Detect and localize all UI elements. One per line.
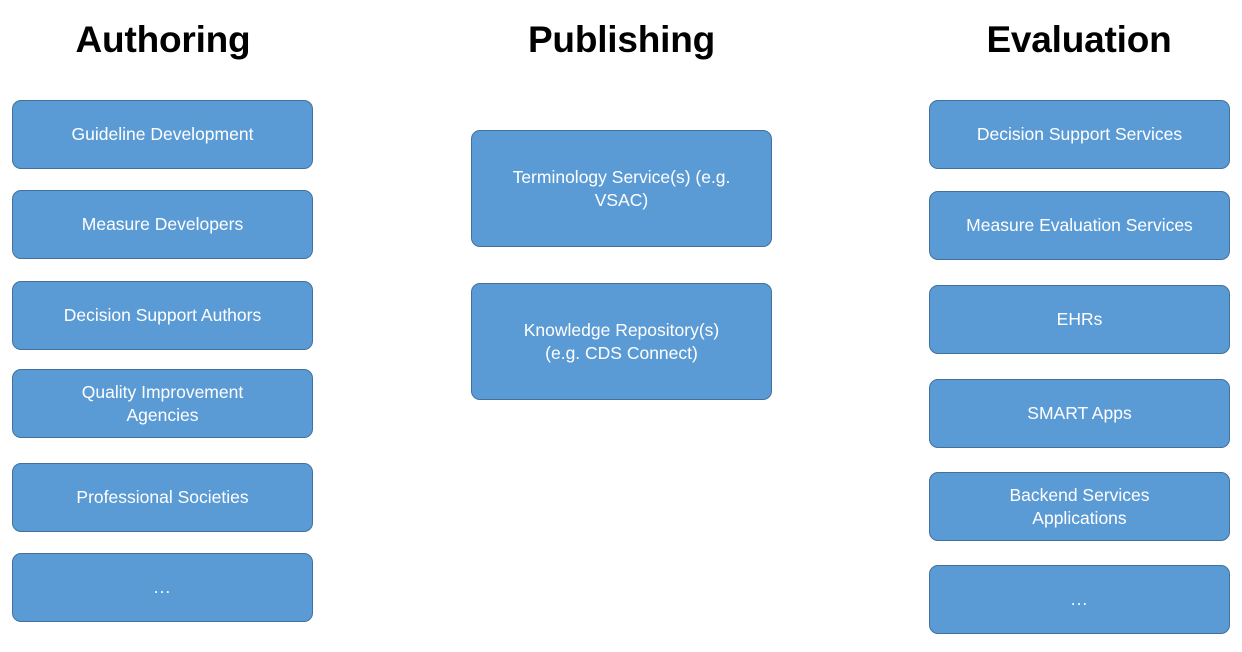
node-backend-services-applications[interactable]: Backend Services Applications	[929, 472, 1230, 541]
node-label: Quality Improvement Agencies	[81, 382, 244, 425]
node-label: ...	[1070, 589, 1089, 610]
node-knowledge-repository[interactable]: Knowledge Repository(s) (e.g. CDS Connec…	[471, 283, 772, 400]
column-publishing: Publishing Terminology Service(s) (e.g. …	[440, 0, 803, 652]
node-label: EHRs	[1056, 309, 1103, 330]
column-title-authoring: Authoring	[75, 19, 251, 60]
node-ehrs[interactable]: EHRs	[929, 285, 1230, 354]
node-decision-support-authors[interactable]: Decision Support Authors	[12, 281, 313, 350]
column-title-evaluation: Evaluation	[986, 19, 1172, 60]
node-label: Terminology Service(s) (e.g. VSAC)	[512, 167, 731, 210]
node-label: Backend Services Applications	[1009, 485, 1150, 528]
node-authoring-more[interactable]: ...	[12, 553, 313, 622]
node-label: Professional Societies	[76, 487, 249, 508]
node-quality-improvement-agencies[interactable]: Quality Improvement Agencies	[12, 369, 313, 438]
node-evaluation-more[interactable]: ...	[929, 565, 1230, 634]
column-authoring: Authoring Guideline Development Measure …	[0, 0, 326, 652]
node-label: Knowledge Repository(s) (e.g. CDS Connec…	[523, 320, 720, 363]
column-title-publishing: Publishing	[527, 19, 716, 60]
node-label: Guideline Development	[71, 124, 254, 145]
node-decision-support-services[interactable]: Decision Support Services	[929, 100, 1230, 169]
node-terminology-service[interactable]: Terminology Service(s) (e.g. VSAC)	[471, 130, 772, 247]
column-evaluation: Evaluation Decision Support Services Mea…	[916, 0, 1242, 652]
node-label: Measure Evaluation Services	[966, 215, 1193, 236]
node-smart-apps[interactable]: SMART Apps	[929, 379, 1230, 448]
node-label: Decision Support Services	[976, 124, 1183, 145]
node-measure-evaluation-services[interactable]: Measure Evaluation Services	[929, 191, 1230, 260]
node-label: ...	[153, 577, 172, 598]
node-label: Decision Support Authors	[63, 305, 262, 326]
node-measure-developers[interactable]: Measure Developers	[12, 190, 313, 259]
node-label: SMART Apps	[1027, 403, 1132, 424]
node-professional-societies[interactable]: Professional Societies	[12, 463, 313, 532]
node-guideline-development[interactable]: Guideline Development	[12, 100, 313, 169]
node-label: Measure Developers	[81, 214, 244, 235]
